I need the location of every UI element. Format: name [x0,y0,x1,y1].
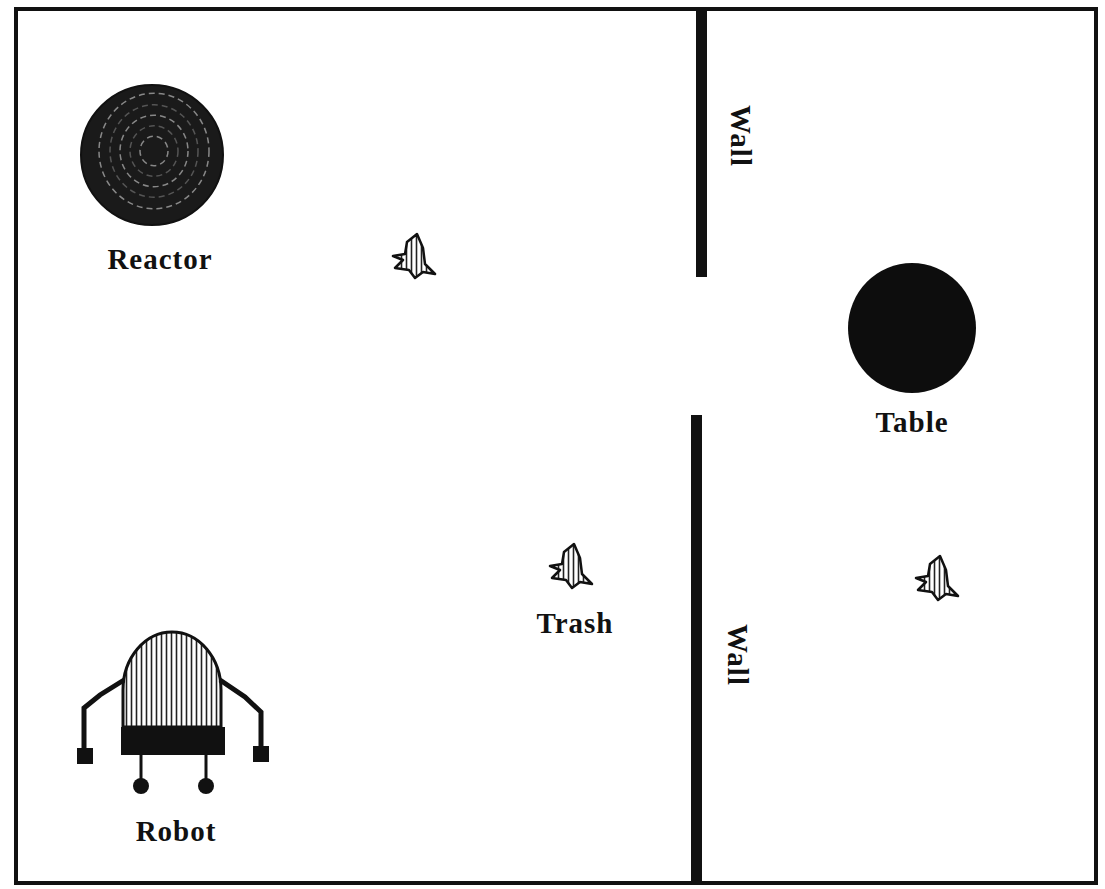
table-node: Table [822,263,1002,439]
circle-shape [822,263,1002,395]
wall-label: Wall [721,624,753,686]
wall-label: Wall [724,105,756,167]
circle-shape [70,84,250,226]
trash-label: Trash [537,608,614,640]
node-label: Reactor [66,244,254,276]
node-label: Table [818,407,1006,439]
robot-figure [77,632,269,794]
reactor-node: Reactor [70,84,250,276]
room-border [16,9,1096,883]
trash-icon [393,234,435,278]
upper-wall [696,9,707,277]
robot-label: Robot [136,816,217,848]
trash-icon [550,544,592,588]
lower-wall [691,415,702,885]
trash-icon [916,556,958,600]
